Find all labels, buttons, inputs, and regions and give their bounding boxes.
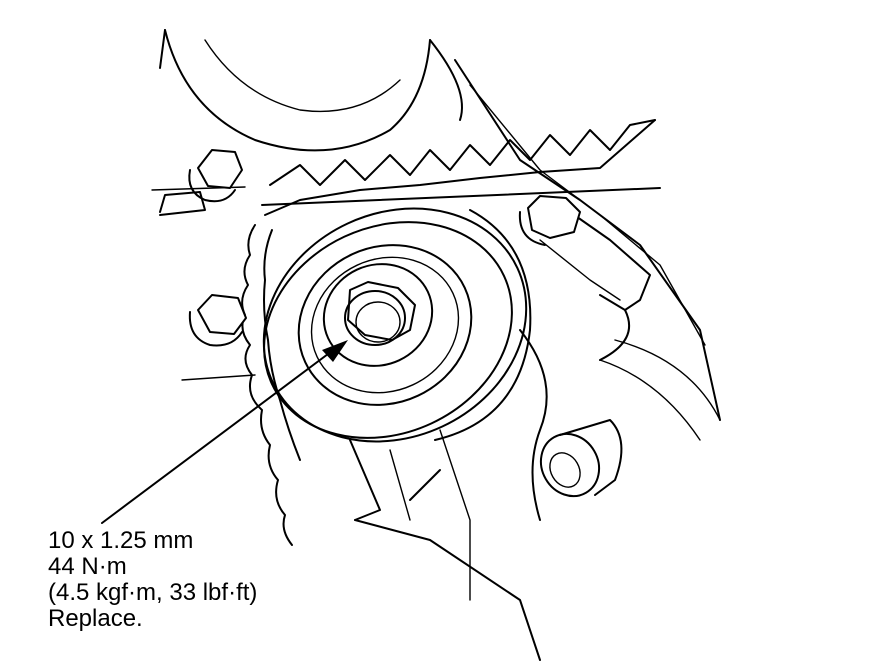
engine-housing — [151, 59, 721, 661]
upper-pulley — [159, 29, 463, 152]
bolt-upper-left — [188, 149, 243, 203]
arrow-head — [322, 340, 348, 362]
tensioner-pulley — [262, 207, 532, 443]
replace-note: Replace. — [48, 605, 143, 632]
leader-arrow — [101, 340, 348, 524]
bolt-left — [188, 294, 247, 347]
torque-callout: 10 x 1.25 mm 44 N·m (4.5 kgf·m, 33 lbf·f… — [48, 528, 257, 632]
bolt-upper-right — [518, 195, 581, 246]
torque-nm-label: 44 N·m — [48, 553, 127, 580]
dowel-sleeve — [539, 419, 623, 498]
tensioner-bolt — [344, 281, 416, 346]
bolt-size-label: 10 x 1.25 mm — [48, 527, 194, 554]
torque-alt-units-label: (4.5 kgf·m, 33 lbf·ft) — [48, 579, 258, 606]
timing-belt — [241, 119, 661, 546]
